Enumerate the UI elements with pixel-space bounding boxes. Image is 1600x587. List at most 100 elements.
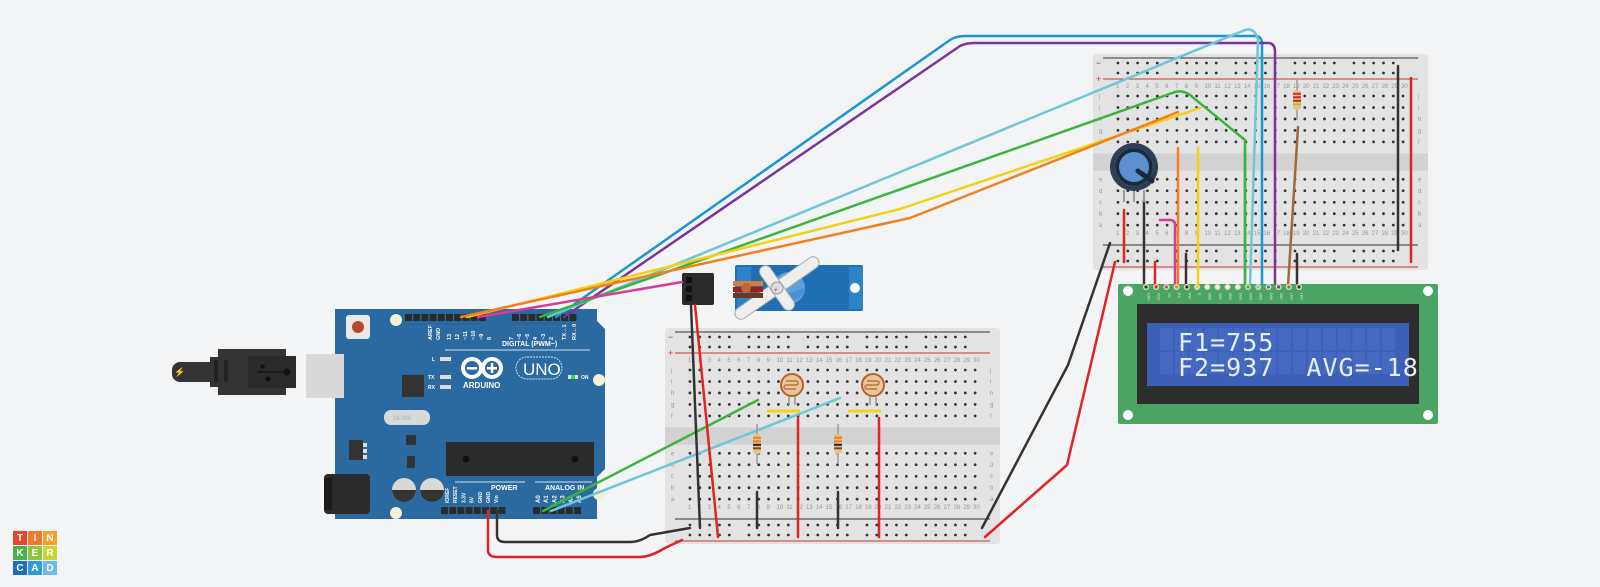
tie-hole[interactable] bbox=[1342, 117, 1346, 121]
tie-hole[interactable] bbox=[718, 403, 721, 406]
wire-black-servo[interactable] bbox=[689, 303, 702, 530]
tie-hole[interactable] bbox=[1391, 189, 1395, 193]
rail-hole[interactable] bbox=[1372, 249, 1376, 253]
tie-hole[interactable] bbox=[826, 451, 830, 455]
tie-hole[interactable] bbox=[895, 474, 898, 478]
tie-hole[interactable] bbox=[944, 486, 948, 490]
rail-hole[interactable] bbox=[1323, 259, 1326, 263]
tie-hole[interactable] bbox=[934, 497, 938, 501]
tie-hole[interactable] bbox=[1195, 94, 1199, 98]
tie-hole[interactable] bbox=[954, 497, 957, 501]
tie-hole[interactable] bbox=[816, 380, 820, 383]
tie-hole[interactable] bbox=[1185, 223, 1189, 227]
tie-hole[interactable] bbox=[1165, 189, 1169, 193]
tie-hole[interactable] bbox=[786, 451, 790, 455]
tie-hole[interactable] bbox=[954, 380, 957, 383]
tie-hole[interactable] bbox=[924, 497, 928, 501]
tie-hole[interactable] bbox=[1303, 106, 1307, 109]
rail-hole[interactable] bbox=[944, 335, 948, 339]
rail-hole[interactable] bbox=[1323, 71, 1326, 75]
tie-hole[interactable] bbox=[1155, 223, 1159, 227]
tie-hole[interactable] bbox=[1401, 177, 1405, 181]
rail-hole[interactable] bbox=[767, 335, 771, 339]
tie-hole[interactable] bbox=[1205, 129, 1208, 132]
rail-hole[interactable] bbox=[1175, 71, 1179, 75]
tie-hole[interactable] bbox=[1352, 223, 1356, 227]
potentiometer[interactable] bbox=[1110, 143, 1158, 202]
tie-hole[interactable] bbox=[895, 486, 898, 490]
tie-hole[interactable] bbox=[737, 474, 741, 478]
tie-hole[interactable] bbox=[1382, 94, 1385, 98]
tie-hole[interactable] bbox=[1234, 117, 1238, 121]
rail-hole[interactable] bbox=[1175, 61, 1179, 65]
tie-hole[interactable] bbox=[895, 368, 898, 372]
rail-hole[interactable] bbox=[757, 345, 761, 349]
tie-hole[interactable] bbox=[1342, 189, 1346, 193]
wire-black-gnd[interactable] bbox=[495, 509, 692, 544]
rail-hole[interactable] bbox=[963, 533, 967, 537]
tie-hole[interactable] bbox=[954, 474, 957, 478]
tie-hole[interactable] bbox=[688, 414, 692, 418]
rail-hole[interactable] bbox=[688, 533, 692, 537]
tie-hole[interactable] bbox=[1382, 200, 1385, 204]
tie-hole[interactable] bbox=[1224, 129, 1228, 132]
tie-hole[interactable] bbox=[826, 486, 830, 490]
tie-hole[interactable] bbox=[944, 380, 948, 383]
rail-hole[interactable] bbox=[895, 335, 898, 339]
tie-hole[interactable] bbox=[904, 414, 908, 418]
tie-hole[interactable] bbox=[1332, 106, 1336, 109]
tie-hole[interactable] bbox=[757, 414, 761, 418]
tie-hole[interactable] bbox=[1116, 189, 1120, 193]
photoresistor[interactable] bbox=[861, 373, 885, 405]
rail-hole[interactable] bbox=[1146, 61, 1149, 65]
tie-hole[interactable] bbox=[747, 414, 751, 418]
rail-hole[interactable] bbox=[1116, 259, 1120, 263]
tie-hole[interactable] bbox=[777, 403, 780, 406]
tie-hole[interactable] bbox=[1342, 94, 1346, 98]
rail-hole[interactable] bbox=[1362, 71, 1366, 75]
tie-hole[interactable] bbox=[718, 497, 721, 501]
tie-hole[interactable] bbox=[944, 414, 948, 418]
tie-hole[interactable] bbox=[1382, 106, 1385, 109]
tie-hole[interactable] bbox=[708, 403, 712, 406]
rail-hole[interactable] bbox=[727, 345, 731, 349]
tie-hole[interactable] bbox=[1155, 140, 1159, 144]
tie-hole[interactable] bbox=[954, 414, 957, 418]
wire-black-rail-link[interactable] bbox=[980, 241, 1112, 530]
tie-hole[interactable] bbox=[1283, 106, 1287, 109]
tie-hole[interactable] bbox=[914, 391, 918, 395]
rail-hole[interactable] bbox=[1244, 71, 1248, 75]
rail-hole[interactable] bbox=[1205, 71, 1208, 75]
tie-hole[interactable] bbox=[1214, 177, 1218, 181]
tie-hole[interactable] bbox=[1342, 106, 1346, 109]
rail-hole[interactable] bbox=[1391, 61, 1395, 65]
tie-hole[interactable] bbox=[1382, 140, 1385, 144]
tie-hole[interactable] bbox=[855, 380, 859, 383]
tie-hole[interactable] bbox=[1352, 212, 1356, 216]
rail-hole[interactable] bbox=[1382, 71, 1385, 75]
tie-hole[interactable] bbox=[1146, 94, 1149, 98]
tie-hole[interactable] bbox=[767, 497, 771, 501]
tie-hole[interactable] bbox=[718, 463, 721, 467]
tie-hole[interactable] bbox=[1362, 200, 1366, 204]
rail-hole[interactable] bbox=[688, 523, 692, 527]
tie-hole[interactable] bbox=[973, 463, 977, 467]
tie-hole[interactable] bbox=[904, 463, 908, 467]
tie-hole[interactable] bbox=[1391, 212, 1395, 216]
rail-hole[interactable] bbox=[865, 335, 869, 339]
tie-hole[interactable] bbox=[1175, 129, 1179, 132]
tie-hole[interactable] bbox=[904, 474, 908, 478]
tie-hole[interactable] bbox=[845, 497, 849, 501]
tie-hole[interactable] bbox=[1283, 212, 1287, 216]
tie-hole[interactable] bbox=[1372, 94, 1376, 98]
wire-red-rail-link[interactable] bbox=[983, 260, 1117, 539]
rail-hole[interactable] bbox=[1116, 249, 1120, 253]
tie-hole[interactable] bbox=[1362, 223, 1366, 227]
rail-hole[interactable] bbox=[757, 335, 761, 339]
tie-hole[interactable] bbox=[786, 474, 790, 478]
tie-hole[interactable] bbox=[855, 414, 859, 418]
tie-hole[interactable] bbox=[914, 486, 918, 490]
tie-hole[interactable] bbox=[1283, 200, 1287, 204]
tie-hole[interactable] bbox=[1303, 177, 1307, 181]
tie-hole[interactable] bbox=[934, 451, 938, 455]
